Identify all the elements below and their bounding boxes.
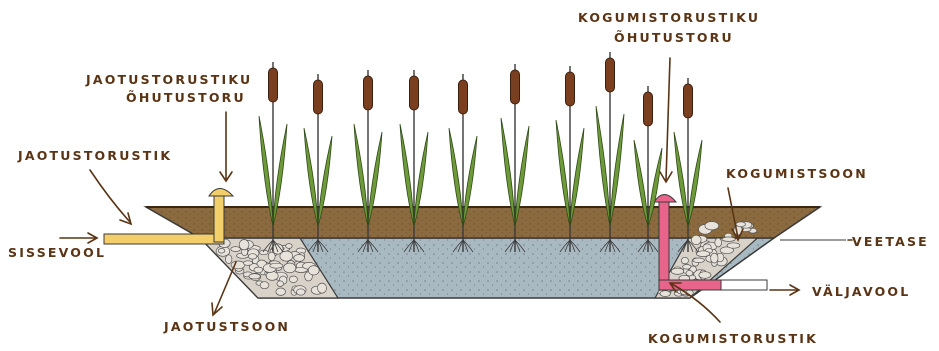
label-sissevool: SISSEVOOL [8,245,106,260]
label-kogumistorustiku-ohutustoru-2: ÕHUTUSTORU [614,30,734,45]
arrow-icon [214,262,236,314]
label-jaotustorustiku-ohutustoru-1: JAOTUSTORUSTIKU [85,72,252,87]
label-jaotustorustiku-ohutustoru-2: ÕHUTUSTORU [126,90,246,105]
label-kogumistorustiku-ohutustoru-1: KOGUMISTORUSTIKU [578,10,760,25]
label-kogumistorustik: KOGUMISTORUSTIK [648,331,818,346]
label-kogumistsoon: KOGUMISTSOON [726,166,868,181]
label-veetase: VEETASE [852,234,929,249]
arrow-icon [90,170,130,222]
label-jaotustsoon: JAOTUSTSOON [163,319,290,334]
label-valjavool: VÄLJAVOOL [812,284,910,299]
label-jaotustorustik: JAOTUSTORUSTIK [17,148,172,163]
arrow-icon [666,58,670,180]
